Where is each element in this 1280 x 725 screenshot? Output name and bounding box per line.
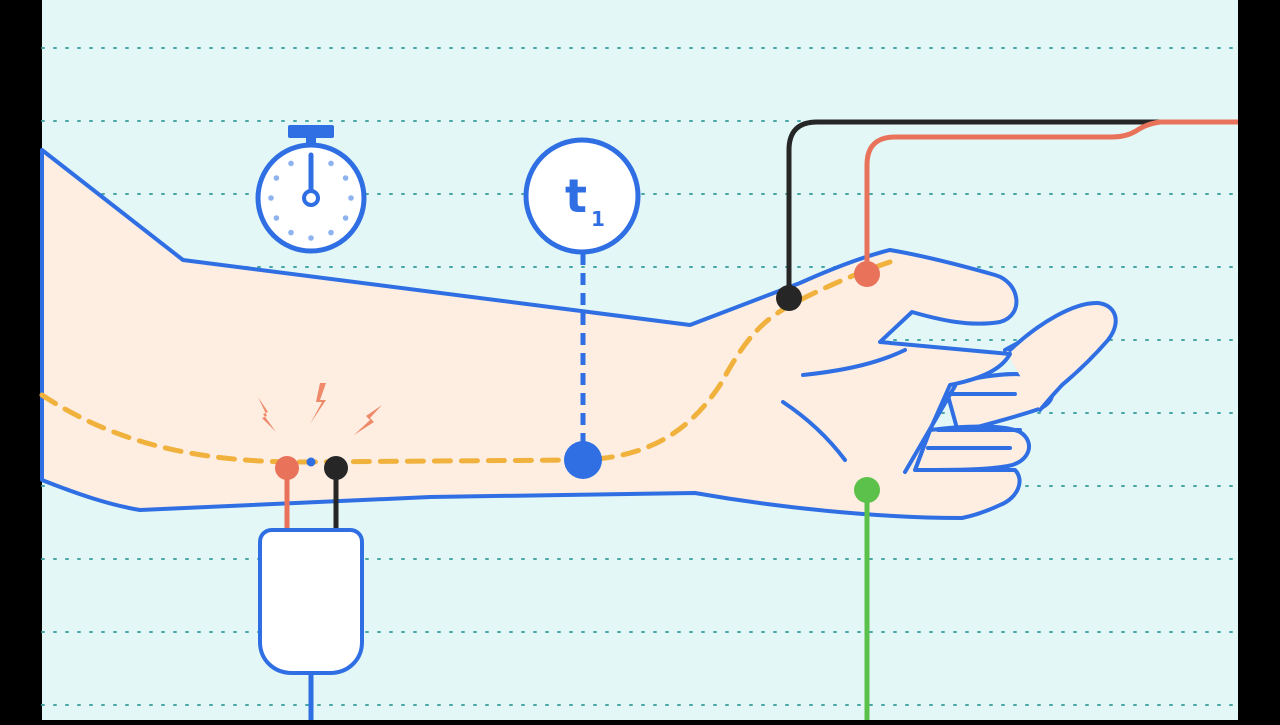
stopwatch-tick	[273, 215, 280, 221]
stopwatch-hub	[302, 189, 320, 207]
stimulation-sparks	[258, 383, 382, 435]
stopwatch-tick	[288, 160, 294, 167]
stopwatch-tick	[328, 229, 334, 236]
recording-electrode-black	[776, 285, 802, 311]
stimulating-electrode-red	[275, 456, 299, 480]
timer-measurement-point	[564, 441, 602, 479]
stopwatch-tick	[288, 229, 294, 236]
timer-symbol: t	[565, 169, 587, 223]
arm-and-hand	[40, 148, 1118, 520]
timer-badge: t 1	[523, 137, 641, 479]
stopwatch-stem	[306, 136, 316, 148]
stopwatch-tick	[348, 195, 354, 201]
stopwatch-ticks	[268, 160, 354, 241]
nerve-path	[39, 259, 893, 465]
stimulation-point	[306, 457, 316, 467]
finger-joint-lines	[926, 392, 1022, 450]
stimulator	[258, 456, 364, 720]
electric-spark-icon	[258, 397, 276, 432]
stopwatch-tick	[328, 160, 334, 167]
ground-electrode	[854, 477, 880, 503]
recording-electrode-red	[854, 261, 880, 287]
finger-base-line	[903, 384, 957, 474]
electric-spark-icon	[354, 405, 382, 435]
stopwatch-tick	[342, 175, 349, 181]
stopwatch-icon	[255, 125, 367, 254]
arm-outline	[40, 148, 1022, 520]
stopwatch-tick	[273, 175, 280, 181]
stimulating-electrode-black	[324, 456, 348, 480]
ground-electrode-group	[854, 477, 880, 720]
recording-electrodes	[776, 119, 1238, 311]
electric-spark-icon	[310, 383, 326, 424]
timer-subscript: 1	[591, 207, 605, 231]
palm-crease	[781, 400, 847, 462]
stopwatch-tick	[268, 195, 274, 201]
timer-circle	[523, 137, 641, 255]
stopwatch-tick	[342, 215, 349, 221]
recording-wire-red	[864, 119, 1238, 274]
recording-wire-black	[786, 119, 1238, 298]
palm-crease	[801, 348, 907, 377]
stopwatch-button	[288, 125, 334, 138]
stimulator-device	[258, 528, 364, 675]
finger-index	[1008, 300, 1118, 387]
stopwatch-tick	[308, 235, 314, 241]
